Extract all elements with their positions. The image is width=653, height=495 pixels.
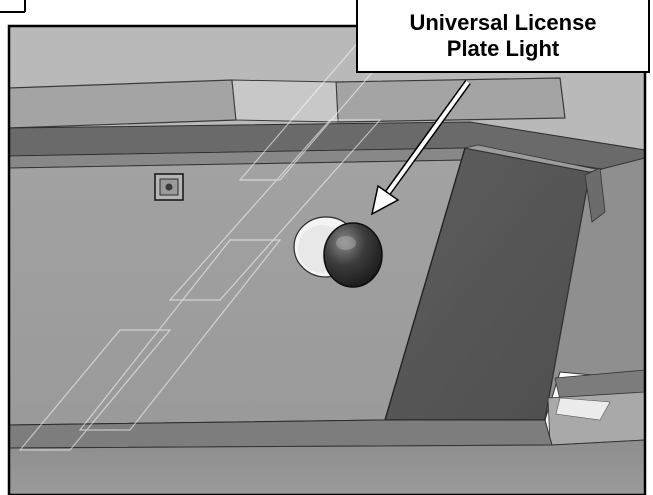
top-rail [9,121,645,177]
watermark-lines [18,39,402,451]
license-plate-light [293,216,383,288]
image-frame [7,24,647,495]
callout-label-box: Universal License Plate Light [356,0,650,73]
top-flange-right [335,77,566,123]
corner-label-box [0,0,26,13]
top-flange-left [9,79,237,129]
panel-scene [9,26,645,495]
bottom-lip [9,419,553,449]
callout-title-line-1: Universal License [409,9,597,35]
callout-title-line-2: Plate Light [446,35,560,61]
square-fastener [154,173,184,201]
callout-arrow [370,79,471,216]
floor-panel [9,439,645,495]
